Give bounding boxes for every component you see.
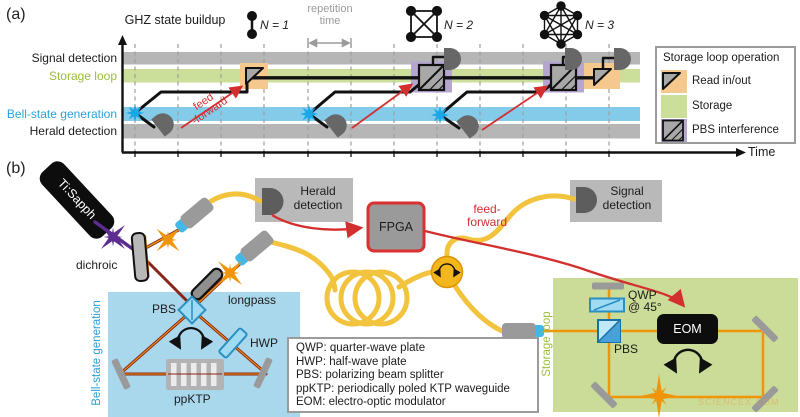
pbs-cube-1 bbox=[417, 63, 446, 92]
fiber-coil bbox=[324, 269, 382, 327]
signal-detector-3 bbox=[614, 48, 631, 70]
abbrev-pbs: PBS: polarizing beam splitter bbox=[296, 369, 444, 382]
row-label-signal: Signal detection bbox=[31, 51, 117, 65]
legend-swatch-storage bbox=[661, 95, 687, 118]
panel-b-tag: (b) bbox=[6, 160, 26, 177]
storage-mirror-top bbox=[592, 282, 624, 290]
legend-a-storage: Storage bbox=[692, 100, 733, 112]
feed-forward-arrows bbox=[180, 83, 549, 131]
time-axis-ticks bbox=[134, 151, 610, 157]
fpga-label: FPGA bbox=[378, 220, 414, 234]
watermark: SCIENCEX.COM bbox=[698, 397, 780, 407]
graph-state-n3 bbox=[539, 1, 583, 49]
fpga-to-eom-wire bbox=[424, 229, 686, 308]
herald-box-label: Herald detection bbox=[293, 184, 343, 212]
detectors-b bbox=[262, 187, 597, 215]
fiber-to-herald bbox=[201, 191, 263, 209]
repetition-label-2: time bbox=[319, 15, 341, 27]
signal-detector-1 bbox=[444, 48, 461, 70]
circulator bbox=[430, 255, 464, 289]
signal-detector-icon bbox=[576, 187, 597, 213]
graph-label-n1: N = 1 bbox=[260, 18, 290, 32]
tisapph-laser bbox=[39, 161, 115, 239]
row-label-herald: Herald detection bbox=[29, 124, 117, 138]
dichroic-label: dichroic bbox=[76, 258, 118, 272]
qwp-label: QWP @ 45° bbox=[628, 288, 662, 314]
abbrev-eom: EOM: electro-optic modulator bbox=[296, 396, 446, 409]
legend-a-title: Storage loop operation bbox=[663, 52, 780, 64]
legend-a-pbs: PBS interference bbox=[692, 124, 779, 136]
time-axis-label: Time bbox=[748, 145, 776, 159]
repetition-label-1: repetition bbox=[307, 3, 353, 15]
pbs-storage bbox=[597, 319, 621, 343]
row-label-storage: Storage loop bbox=[48, 68, 117, 83]
abbrev-ppktp: ppKTP: periodically poled KTP waveguide bbox=[296, 382, 510, 395]
graph-label-n2: N = 2 bbox=[444, 18, 474, 32]
eom-label: EOM bbox=[673, 322, 702, 336]
fiber-to-signal bbox=[444, 193, 577, 259]
electronic-wires bbox=[271, 214, 686, 308]
signal-box-label: Signal detection bbox=[602, 184, 652, 212]
abbrev-hwp: HWP: half-wave plate bbox=[296, 355, 407, 368]
abbreviation-box bbox=[287, 337, 539, 413]
herald-detector-icon bbox=[262, 188, 284, 215]
graph-state-n1 bbox=[247, 11, 257, 39]
panel-a-tag: (a) bbox=[6, 6, 26, 23]
herald-detection-band bbox=[122, 124, 640, 139]
bell-box-label: Bell-state generation bbox=[91, 300, 103, 406]
signal-detection-band bbox=[122, 52, 640, 65]
optical-fibers bbox=[201, 191, 577, 334]
abbrev-qwp: QWP: quarter-wave plate bbox=[296, 342, 426, 354]
feed-forward-label-b: feed- forward bbox=[466, 202, 507, 229]
panel-a-title: GHZ state buildup bbox=[124, 13, 226, 27]
repetition-time-arrow bbox=[307, 38, 352, 48]
dichroic-mirror bbox=[130, 231, 150, 283]
axes bbox=[118, 35, 746, 157]
ppktp-crystal bbox=[166, 359, 224, 390]
longpass-label: longpass bbox=[228, 293, 277, 307]
fiber-to-coil bbox=[260, 237, 338, 293]
eom-box bbox=[657, 314, 718, 344]
qwp-plate bbox=[589, 297, 625, 313]
fpga-box bbox=[366, 201, 426, 253]
row-label-bell: Bell-state generation bbox=[6, 107, 117, 121]
abbreviation-list: QWP: quarter-wave plate HWP: half-wave p… bbox=[296, 342, 534, 410]
hwp-plate bbox=[218, 327, 248, 359]
ppktp-label: ppKTP bbox=[174, 392, 211, 406]
legend-a bbox=[655, 46, 796, 144]
hwp-label: HWP bbox=[250, 336, 278, 350]
pbs-storage-label: PBS bbox=[614, 342, 639, 356]
legend-pbs-icon bbox=[662, 119, 684, 142]
storage-box-label: Storage loop bbox=[541, 311, 553, 377]
herald-to-fpga-wire bbox=[271, 214, 364, 239]
fiber-coupler-1 bbox=[172, 195, 216, 236]
graph-state-n2 bbox=[405, 5, 443, 43]
fiber-coupler-3 bbox=[502, 323, 544, 339]
legend-a-read: Read in/out bbox=[692, 75, 751, 87]
fiber-to-storage bbox=[452, 283, 505, 334]
fiber-coupler-2 bbox=[232, 228, 276, 269]
pbs-bell-label: PBS bbox=[152, 302, 177, 316]
graph-label-n3: N = 3 bbox=[585, 18, 615, 32]
